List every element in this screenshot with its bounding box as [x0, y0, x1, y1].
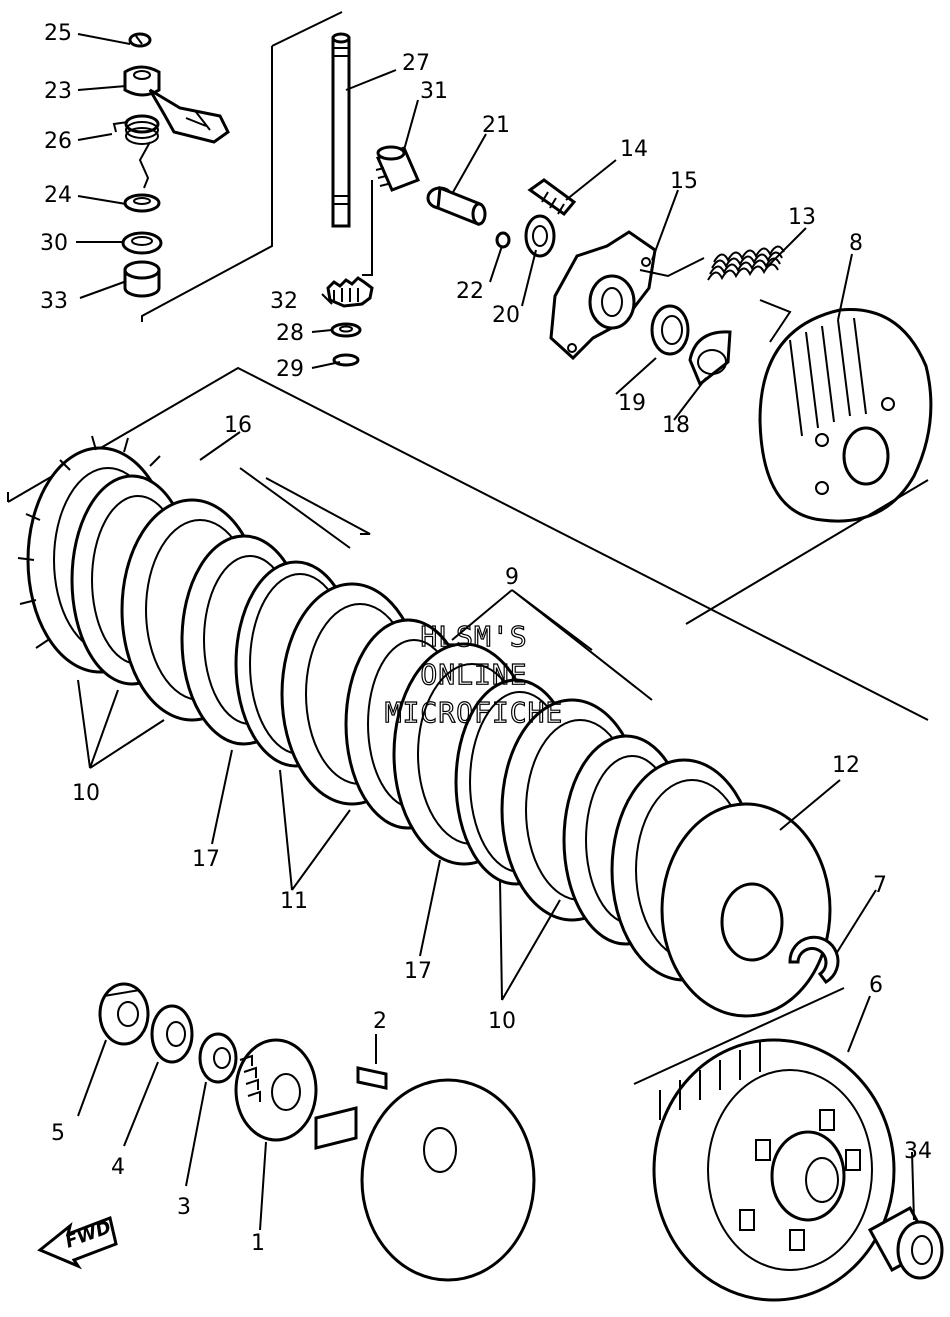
label-13: 13 [788, 205, 816, 230]
release-parts-group [426, 178, 792, 387]
label-2: 2 [373, 1009, 387, 1034]
part-22-ball [495, 231, 511, 249]
leader-housing [633, 987, 845, 1085]
label-4: 4 [111, 1155, 125, 1180]
label-34: 34 [904, 1139, 932, 1164]
part-labels: 25 23 26 24 30 33 27 31 21 14 15 13 8 22… [40, 21, 932, 1256]
part-32-pinion-gear [326, 276, 374, 308]
watermark: HLSM'S ONLINE MICROFICHE [384, 619, 564, 729]
part-2-key [356, 1066, 388, 1090]
label-24: 24 [44, 183, 72, 208]
part-8-clutch-boss [758, 307, 933, 523]
label-27: 27 [402, 51, 430, 76]
push-rod-group [326, 32, 421, 367]
label-22: 22 [456, 279, 484, 304]
label-14: 14 [620, 137, 648, 162]
label-19: 19 [618, 391, 646, 416]
label-17a: 17 [192, 847, 220, 872]
part-28-washer [330, 322, 362, 338]
label-8: 8 [849, 231, 863, 256]
label-29: 29 [276, 357, 304, 382]
fwd-arrow[interactable]: FWD [37, 1215, 118, 1270]
label-30: 30 [40, 231, 68, 256]
label-10b: 10 [488, 1009, 516, 1034]
label-17b: 17 [404, 959, 432, 984]
part-13-spring [707, 245, 785, 281]
label-10a: 10 [72, 781, 100, 806]
part-5-nut [98, 982, 150, 1046]
part-18-lock-washer [688, 330, 732, 387]
part-14-bolt [527, 178, 577, 217]
label-12: 12 [832, 753, 860, 778]
part-6-clutch-housing [633, 987, 896, 1302]
part-34-spacer [867, 1205, 944, 1280]
watermark-line1: HLSM'S [420, 620, 527, 653]
clutch-lever-group [112, 11, 343, 322]
leader-plates [77, 679, 561, 1001]
label-20: 20 [492, 303, 520, 328]
label-31: 31 [420, 79, 448, 104]
label-9: 9 [505, 565, 519, 590]
part-21-push-plug [426, 185, 487, 227]
leader-pinion [362, 180, 373, 276]
label-21: 21 [482, 113, 510, 138]
label-33: 33 [40, 289, 68, 314]
part-19-bearing [650, 304, 690, 356]
part-24-washer [123, 193, 161, 213]
label-18: 18 [662, 413, 690, 438]
leader-primary [77, 1034, 377, 1231]
fwd-arrow-icon [37, 1215, 118, 1270]
label-11: 11 [280, 889, 308, 914]
label-32: 32 [270, 289, 298, 314]
primary-driven-group [77, 982, 536, 1282]
part-33-bush [123, 260, 161, 298]
label-16: 16 [224, 413, 252, 438]
part-3-washer [198, 1032, 238, 1084]
label-25: 25 [44, 21, 72, 46]
crankshaft-counterweight [314, 1078, 536, 1282]
label-26: 26 [44, 129, 72, 154]
part-20-bearing [524, 214, 556, 258]
part-30-oil-seal [121, 231, 163, 255]
label-15: 15 [670, 169, 698, 194]
label-5: 5 [51, 1121, 65, 1146]
watermark-line3: MICROFICHE [385, 696, 564, 729]
part-15-pressure-plate [549, 230, 657, 361]
leader-release [639, 257, 792, 343]
part-1-primary-drive-gear [234, 1038, 318, 1142]
label-3: 3 [177, 1195, 191, 1220]
part-25-circlip [128, 32, 152, 48]
label-1: 1 [251, 1231, 265, 1256]
label-6: 6 [869, 973, 883, 998]
label-7: 7 [873, 873, 887, 898]
part-4-lock-washer [150, 1004, 194, 1064]
part-26-spring [112, 114, 160, 189]
part-23-push-lever [123, 65, 230, 144]
label-28: 28 [276, 321, 304, 346]
part-12-cushion-plate [660, 802, 832, 1018]
clutch-plates-stack [7, 366, 929, 1018]
part-27-push-rod [331, 32, 351, 228]
label-leaders [76, 33, 915, 1221]
label-23: 23 [44, 79, 72, 104]
part-31-push-rod-short [375, 145, 421, 192]
leader-group-lever [141, 11, 343, 322]
watermark-line2: ONLINE [420, 658, 527, 691]
part-7-circlip [788, 935, 840, 984]
